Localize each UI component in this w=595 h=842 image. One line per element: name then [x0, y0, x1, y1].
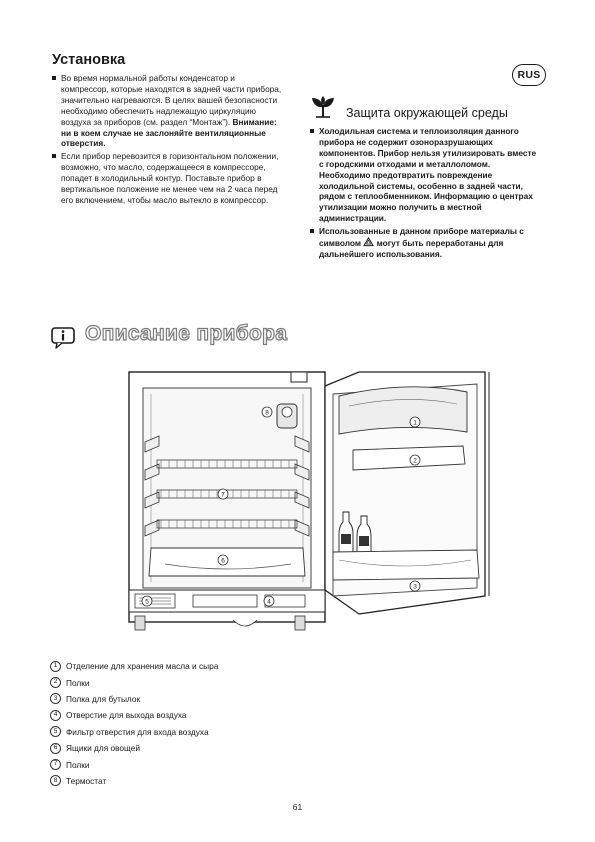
fridge-diagram: 1 2 3 4 5 6 7 8: [128, 371, 490, 631]
legend-label: Ящики для овощей: [66, 743, 141, 754]
callout-label: 1: [413, 419, 417, 426]
legend-number: 4: [50, 709, 61, 721]
environment-item-text: Холодильная система и теплоизоляция данн…: [319, 126, 537, 224]
legend-item: 6 Ящики для овощей: [50, 740, 218, 756]
legend-label: Отделение для хранения масла и сыра: [66, 661, 219, 672]
installation-item: Если прибор перевозится в горизонтальном…: [52, 151, 284, 206]
page-number: 61: [292, 802, 303, 812]
legend-number: 8: [50, 775, 61, 787]
legend-label: Полка для бутылок: [66, 693, 141, 704]
callout-label: 5: [145, 598, 149, 605]
callout-label: 7: [221, 491, 225, 498]
legend-number: 3: [50, 693, 61, 705]
legend-item: 8 Термостат: [50, 773, 218, 789]
installation-item: Во время нормальной работы конденсатор и…: [52, 73, 284, 149]
legend-label: Полки: [66, 759, 90, 770]
legend-item: 4 Отверстие для выхода воздуха: [50, 707, 218, 723]
legend-label: Фильтр отверстия для входа воздуха: [66, 726, 209, 737]
legend-item: 1 Отделение для хранения масла и сыра: [50, 658, 218, 674]
legend-number: 2: [50, 677, 61, 689]
info-icon: [51, 327, 75, 349]
legend-item: 5 Фильтр отверстия для входа воздуха: [50, 724, 218, 740]
plant-icon: [312, 96, 334, 118]
environment-item-text: Использованные в данном приборе материал…: [319, 226, 524, 249]
installation-heading: Установка: [52, 52, 126, 68]
environment-item: Использованные в данном приборе материал…: [310, 226, 542, 260]
legend-label: Полки: [66, 677, 90, 688]
legend-number: 7: [50, 759, 61, 771]
environment-heading: Защита окружающей среды: [346, 106, 508, 120]
callout-label: 4: [267, 598, 271, 605]
environment-item: Холодильная система и теплоизоляция данн…: [310, 126, 542, 224]
language-badge: RUS: [512, 64, 546, 86]
description-heading: Описание прибора: [84, 321, 288, 345]
installation-list: Во время нормальной работы конденсатор и…: [52, 73, 284, 208]
recycle-icon: [363, 236, 375, 247]
callout-label: 2: [413, 457, 417, 464]
legend-item: 2 Полки: [50, 674, 218, 690]
callout-label: 8: [265, 409, 269, 416]
installation-warning: Внимание: ни в коем случае не заслоняйте…: [61, 116, 277, 149]
environment-list: Холодильная система и теплоизоляция данн…: [310, 126, 542, 262]
legend-label: Отверстие для выхода воздуха: [66, 710, 187, 721]
callout-label: 3: [413, 583, 417, 590]
legend-item: 3 Полка для бутылок: [50, 691, 218, 707]
legend-item: 7 Полки: [50, 756, 218, 772]
legend-number: 5: [50, 726, 61, 738]
legend-number: 1: [50, 660, 61, 672]
installation-item-text: Если прибор перевозится в горизонтальном…: [61, 151, 279, 205]
callout-label: 6: [221, 557, 225, 564]
installation-item-text: Во время нормальной работы конденсатор и…: [61, 73, 282, 127]
legend-label: Термостат: [66, 775, 107, 786]
legend-number: 6: [50, 742, 61, 754]
environment-item-text: могут быть переработаны для дальнейшего …: [319, 238, 504, 259]
